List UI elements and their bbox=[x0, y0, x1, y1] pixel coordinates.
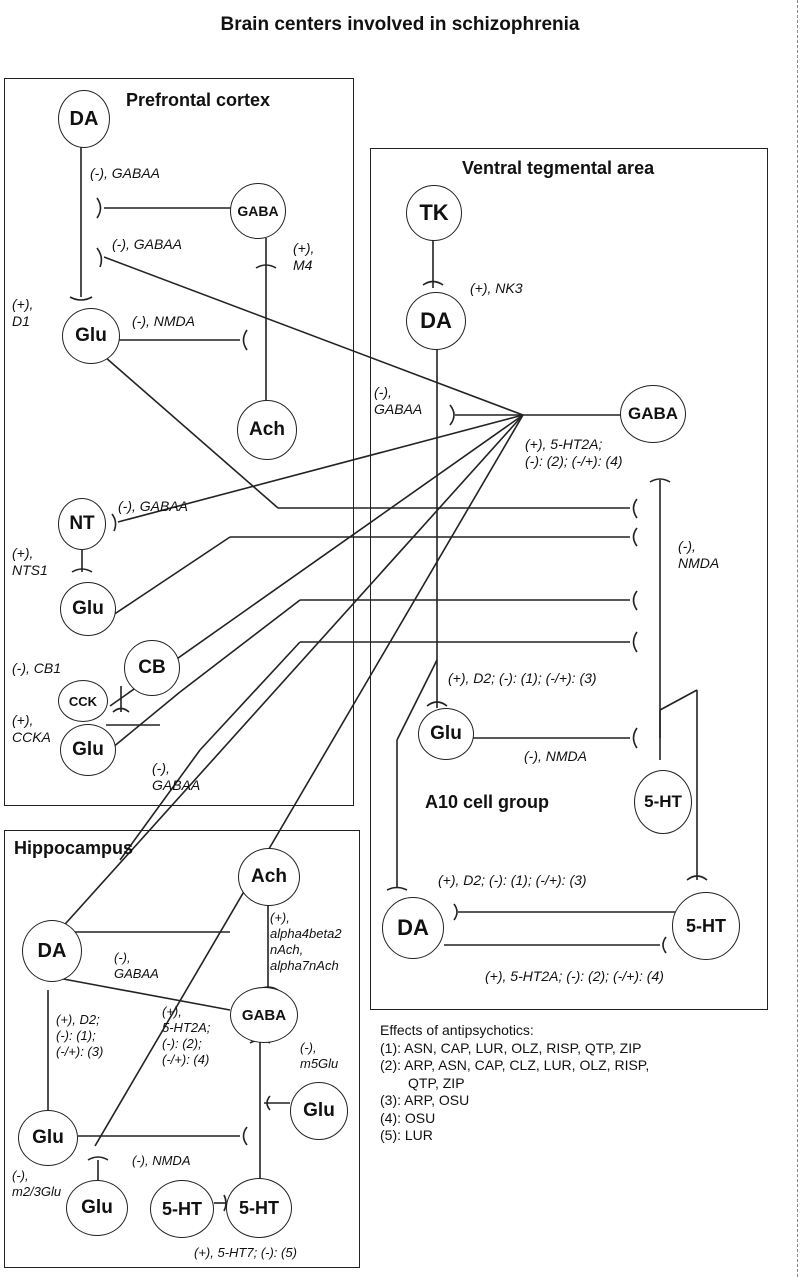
vta-5ht-node-1: 5-HT bbox=[634, 770, 692, 834]
legend-item: (4): OSU bbox=[380, 1109, 436, 1126]
vta-nmda-label-1: (-),NMDA bbox=[678, 538, 720, 571]
pfc-ach-node: Ach bbox=[237, 400, 297, 460]
hip-5ht-node-1: 5-HT bbox=[150, 1180, 214, 1238]
legend-item: (3): ARP, OSU bbox=[380, 1092, 470, 1108]
pfc-da-node: DA bbox=[58, 90, 110, 148]
pfc-glu-node-3: Glu bbox=[60, 724, 116, 776]
hip-5ht7-label: (+), 5-HT7; (-): (5) bbox=[194, 1245, 297, 1260]
hip-d2-label: (+), D2;(-): (1);(-/+): (3) bbox=[56, 1012, 104, 1059]
page-title: Brain centers involved in schizophrenia bbox=[220, 14, 580, 35]
prefrontal-cortex-box bbox=[4, 78, 354, 806]
vta-nmda-label-2: (-), NMDA bbox=[524, 748, 587, 764]
hip-glu-node-3: Glu bbox=[66, 1180, 128, 1236]
antipsychotics-legend: Effects of antipsychotics: (1): ASN, CAP… bbox=[380, 1022, 649, 1145]
hip-gaba-node: GABA bbox=[230, 987, 298, 1043]
pfc-ccka-label: (+),CCKA bbox=[12, 712, 51, 745]
pfc-gabaa-label-1: (-), GABAA bbox=[90, 165, 161, 181]
pfc-gaba-node: GABA bbox=[230, 183, 286, 239]
pfc-cb-node: CB bbox=[124, 640, 180, 696]
ventral-tegmental-area-box bbox=[370, 148, 768, 1010]
a10-cell-group-title: A10 cell group bbox=[425, 792, 550, 812]
vta-gabaa-label: (-),GABAA bbox=[374, 384, 423, 417]
pfc-gabaa-label-3: (-), GABAA bbox=[118, 498, 189, 514]
vta-gaba-node: GABA bbox=[620, 385, 686, 443]
pfc-nmda-label: (-), NMDA bbox=[132, 313, 195, 329]
hip-gabaa-label: (-),GABAA bbox=[114, 950, 159, 981]
hip-m23glu-label: (-),m2/3Glu bbox=[12, 1168, 62, 1199]
hip-m5glu-label: (-),m5Glu bbox=[300, 1040, 339, 1071]
legend-item: (5): LUR bbox=[380, 1127, 433, 1143]
page-edge-divider bbox=[797, 0, 798, 1277]
hip-glu-node-2: Glu bbox=[290, 1082, 348, 1140]
vta-5ht-node-2: 5-HT bbox=[672, 892, 740, 960]
hippocampus-box bbox=[4, 830, 360, 1268]
legend-title: Effects of antipsychotics: bbox=[380, 1022, 534, 1038]
vta-tk-node: TK bbox=[406, 185, 462, 241]
hippocampus-title: Hippocampus bbox=[14, 838, 134, 858]
pfc-d1-label: (+),D1 bbox=[12, 296, 34, 329]
pfc-gabaa-label-2: (-), GABAA bbox=[112, 236, 183, 252]
legend-item: (2): ARP, ASN, CAP, CLZ, LUR, OLZ, RISP, bbox=[380, 1057, 650, 1073]
pfc-nts1-label: (+),NTS1 bbox=[12, 545, 48, 578]
pfc-gabaa-label-4: (-),GABAA bbox=[152, 760, 201, 793]
vta-glu-node: Glu bbox=[418, 708, 474, 760]
vta-da-node: DA bbox=[406, 292, 466, 350]
pfc-cb1-label: (-), CB1 bbox=[12, 660, 61, 676]
hip-5ht-node-2: 5-HT bbox=[226, 1178, 292, 1238]
pfc-glu-node-1: Glu bbox=[62, 308, 120, 364]
vta-da-node-2: DA bbox=[382, 897, 444, 959]
pfc-cck-node: CCK bbox=[58, 680, 108, 722]
pfc-glu-node-2: Glu bbox=[60, 582, 116, 636]
vta-d2-label-1: (+), D2; (-): (1); (-/+): (3) bbox=[448, 670, 597, 686]
hip-glu-node-1: Glu bbox=[18, 1110, 78, 1166]
hip-nmda-label: (-), NMDA bbox=[132, 1153, 191, 1168]
hip-5ht2a-label: (+),5-HT2A;(-): (2);(-/+): (4) bbox=[162, 1004, 211, 1067]
vta-5ht2a-label-2: (+), 5-HT2A; (-): (2); (-/+): (4) bbox=[485, 968, 664, 984]
hip-ach-node: Ach bbox=[238, 848, 300, 906]
vta-nk3-label: (+), NK3 bbox=[470, 280, 523, 296]
pfc-nt-node: NT bbox=[58, 498, 106, 550]
prefrontal-cortex-title: Prefrontal cortex bbox=[126, 90, 271, 110]
ventral-tegmental-area-title: Ventral tegmental area bbox=[462, 158, 655, 178]
hip-da-node: DA bbox=[22, 920, 82, 982]
pfc-m4-label: (+),M4 bbox=[293, 240, 315, 273]
vta-d2-label-2: (+), D2; (-): (1); (-/+): (3) bbox=[438, 872, 587, 888]
legend-item: QTP, ZIP bbox=[408, 1074, 465, 1091]
vta-5ht2a-label: (+), 5-HT2A;(-): (2); (-/+): (4) bbox=[525, 436, 623, 469]
legend-item: (1): ASN, CAP, LUR, OLZ, RISP, QTP, ZIP bbox=[380, 1039, 642, 1056]
